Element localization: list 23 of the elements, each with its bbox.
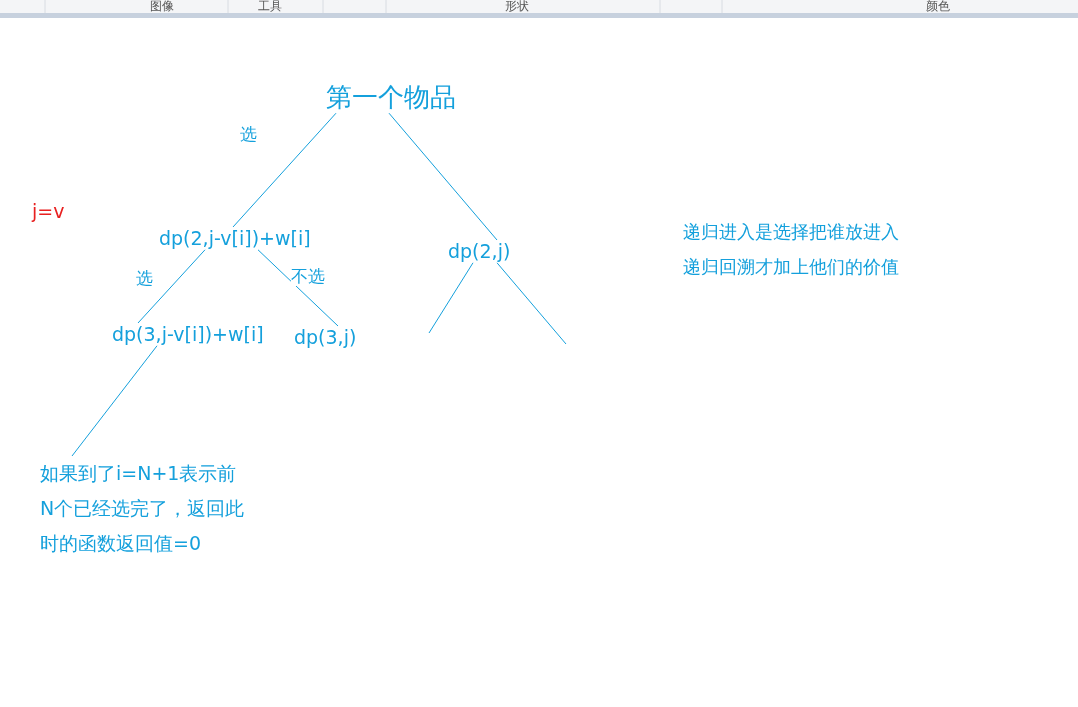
node-label: dp(3,j-v[i])+w[i] [112, 323, 264, 346]
node-label: dp(2,j) [448, 240, 511, 263]
toolbar-label: 图像 [150, 0, 174, 13]
node-label: dp(2,j-v[i])+w[i] [159, 227, 311, 250]
edge-label: 不选 [291, 266, 325, 287]
toolbar-label: 形状 [505, 0, 529, 13]
connector-line [232, 112, 337, 228]
note-text: 递归进入是选择把谁放进入 [683, 221, 899, 243]
connector-line [428, 262, 474, 334]
toolbar-label: 工具 [258, 0, 282, 13]
connector-line [388, 112, 498, 241]
edge-label: 选 [136, 268, 153, 289]
connector-line [257, 249, 339, 327]
connector-line [137, 249, 206, 324]
connector-line [496, 262, 567, 345]
note-text: 递归回溯才加上他们的价值 [683, 256, 899, 278]
edge-label: 选 [240, 124, 257, 145]
note-text: 如果到了i=N+1表示前N个已经选完了，返回此时的函数返回值=0 [40, 456, 250, 561]
node-label: 第一个物品 [326, 82, 456, 114]
formula-text: j=v [32, 200, 65, 223]
toolbar-label: 颜色 [926, 0, 950, 13]
connector-line [71, 345, 158, 457]
node-label: dp(3,j) [294, 326, 357, 349]
